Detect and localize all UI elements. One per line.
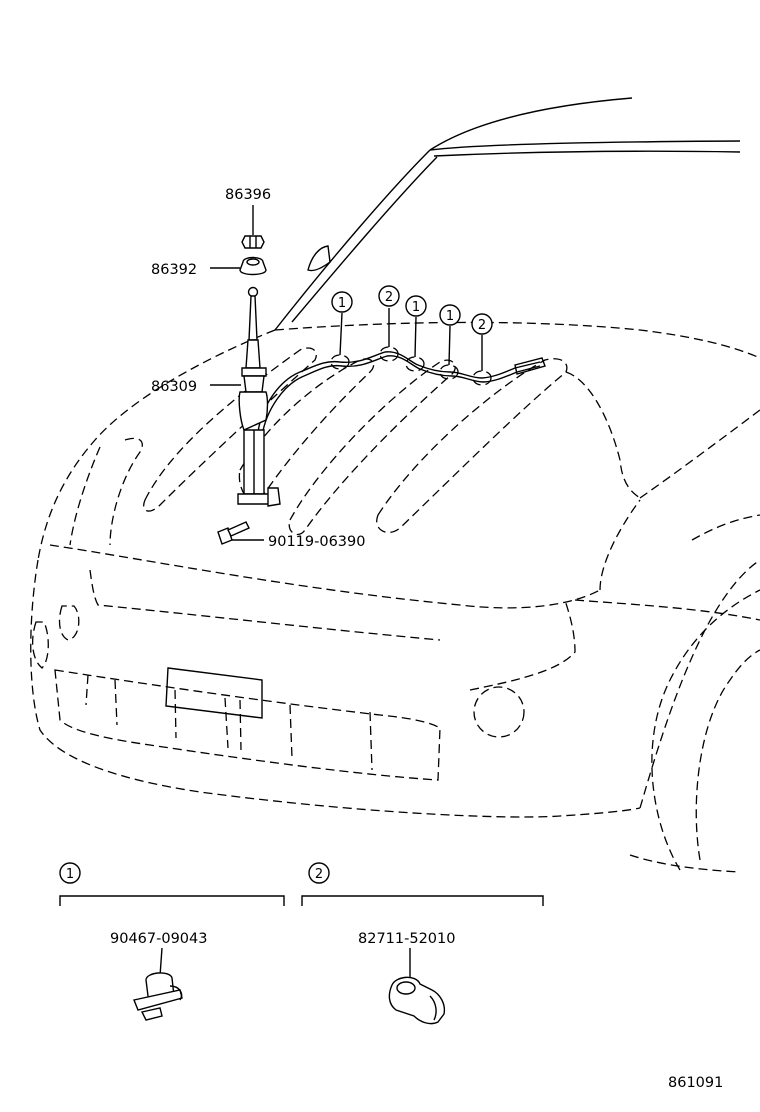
callout-2-a <box>378 285 400 307</box>
legend-group-1: 1 90467-09043 <box>59 862 285 1021</box>
diagram-id: 861091 <box>668 1075 723 1091</box>
callout-1-a-text: 1 <box>338 296 346 311</box>
vehicle-outline <box>30 97 760 873</box>
legend-part-90467-09043: 90467-09043 <box>110 931 208 947</box>
nut-icon <box>241 235 265 249</box>
bolt-icon <box>217 521 250 545</box>
callout-1-b <box>405 295 427 317</box>
antenna-mast <box>237 286 281 507</box>
legend-bracket-1 <box>59 895 285 906</box>
legend-marker-2 <box>308 862 330 884</box>
callout-1-c <box>439 304 461 326</box>
part-labels: 86396 86392 86309 90119-06390 <box>151 187 366 550</box>
label-86309: 86309 <box>151 379 197 395</box>
label-86392: 86392 <box>151 262 197 278</box>
cable-clamp-markers <box>330 346 492 386</box>
legend-marker-1 <box>59 862 81 884</box>
pad-icon <box>239 256 267 276</box>
label-90119-06390: 90119-06390 <box>268 534 366 550</box>
callout-group: 1 2 1 1 2 <box>331 285 493 371</box>
legend-marker-1-text: 1 <box>66 867 74 882</box>
clamp-icon <box>133 972 183 1021</box>
legend-group-2: 2 82711-52010 <box>301 862 544 1025</box>
legend-bracket-2 <box>301 895 544 906</box>
legend-marker-2-text: 2 <box>315 867 323 882</box>
callout-2-b <box>471 313 493 335</box>
callout-1-c-text: 1 <box>446 309 454 324</box>
callout-2-b-text: 2 <box>478 318 486 333</box>
callout-1-a <box>331 291 353 313</box>
legend-part-82711-52010: 82711-52010 <box>358 931 456 947</box>
clip-icon <box>388 976 446 1025</box>
antenna-cable <box>257 351 546 437</box>
callout-2-a-text: 2 <box>385 290 393 305</box>
callout-1-b-text: 1 <box>412 300 420 315</box>
label-86396: 86396 <box>225 187 271 203</box>
antenna-assembly <box>210 205 281 545</box>
